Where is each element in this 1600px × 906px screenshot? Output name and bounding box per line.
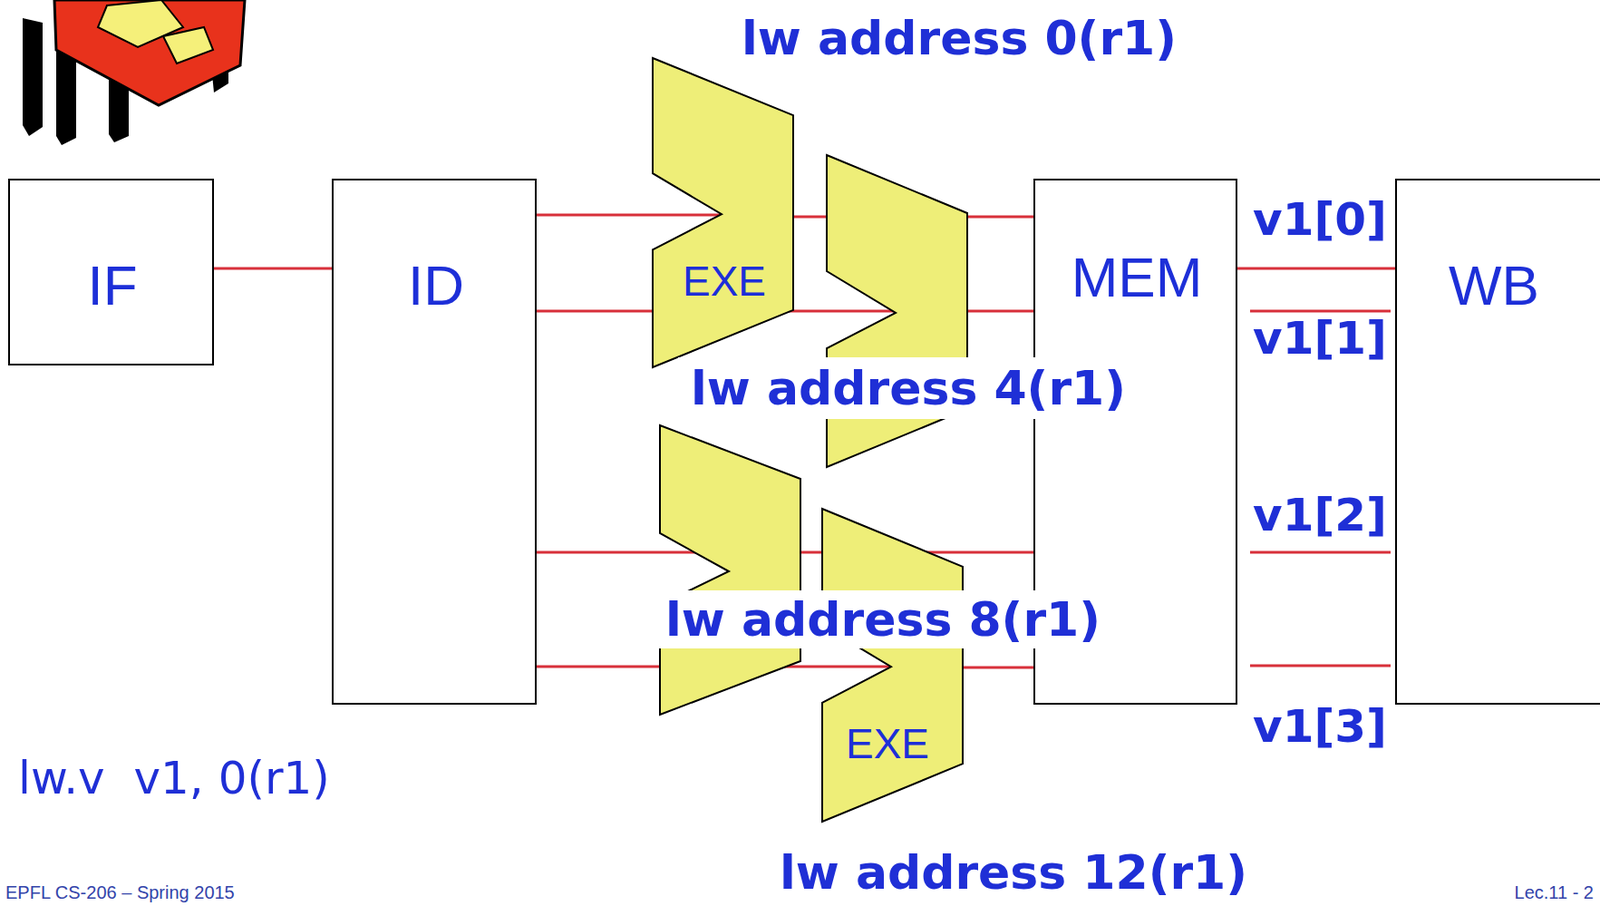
data-wire [1250,310,1391,313]
vector-element-label: v1[0] [1252,196,1387,243]
vector-element-label: v1[2] [1252,492,1387,538]
alu-shape [822,508,963,822]
alu-shape [652,58,794,368]
alu-symbol [659,425,801,715]
pipeline-stage-box: WB [1395,178,1600,705]
instruction-label: lw address 4(r1) [678,357,1139,419]
vector-instruction: lw.v v1, 0(r1) [18,755,330,801]
alu-outline [822,508,963,822]
execute-unit: EXE [822,508,963,822]
vector-element-label: v1[3] [1252,703,1387,749]
stage-name: ID [407,257,465,314]
pipeline-connector [962,666,1034,670]
instruction-label: lw address 12(r1) [774,848,1253,896]
footer-text: EPFL CS-206 – Spring 2015 [5,882,235,902]
stage-name: EXE [845,722,930,765]
alu-symbol [826,155,968,467]
pipeline-connector [1237,267,1396,271]
data-wire [1250,551,1391,554]
pipeline-stage-box: ID [331,178,537,705]
vector-element-label: v1[1] [1252,315,1387,361]
instruction-label: lw address 0(r1) [736,14,1183,62]
pipeline-connector [213,267,332,271]
footer-text: Lec.11 - 2 [1514,882,1594,902]
instruction-label: lw address 8(r1) [652,590,1114,649]
alu-outline [652,58,794,368]
stage-name: IF [87,257,137,314]
pipeline-stage-box: IF [8,178,214,366]
stage-name: MEM [1071,249,1203,306]
chip-icon [22,0,245,146]
execute-unit: EXE [652,58,794,368]
stage-name: EXE [682,260,767,302]
data-wire [1250,664,1391,668]
pipeline-connector [536,213,722,217]
stage-name: WB [1448,257,1540,314]
